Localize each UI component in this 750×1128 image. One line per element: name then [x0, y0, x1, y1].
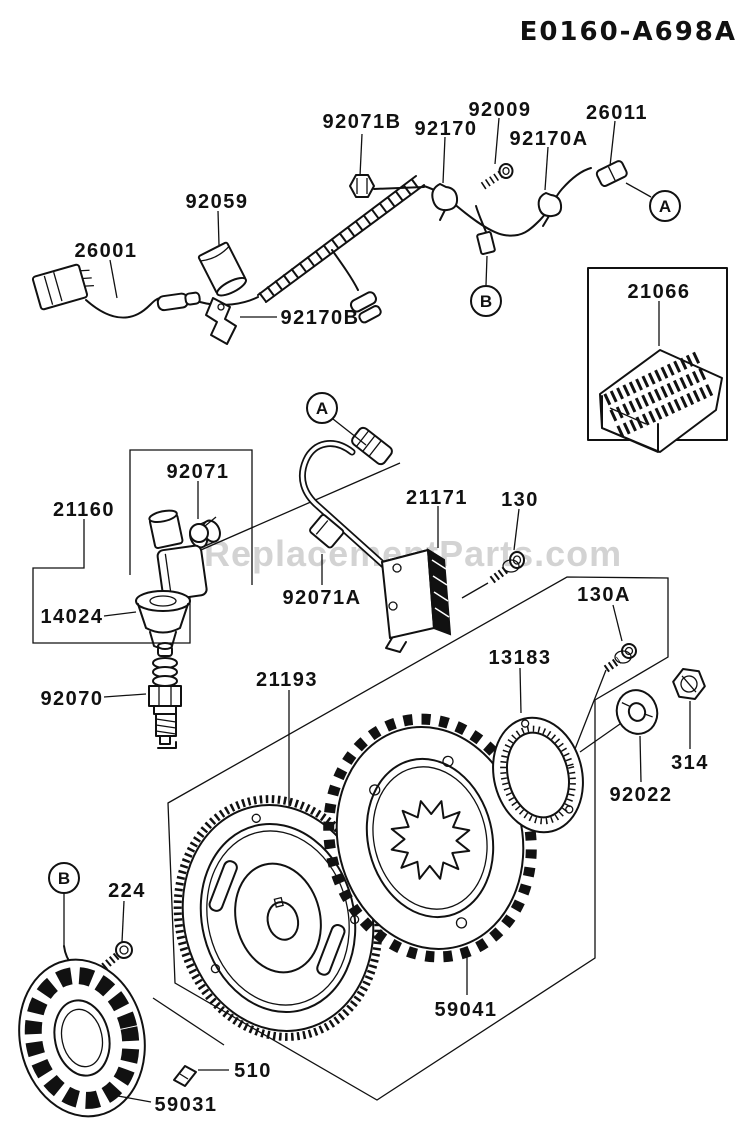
callout-26011: 26011	[586, 102, 648, 124]
callout-21193: 21193	[256, 669, 318, 691]
svg-text:A: A	[316, 399, 328, 418]
callout-224: 224	[108, 880, 146, 902]
callout-92071A: 92071A	[282, 587, 361, 609]
callout-21160: 21160	[53, 499, 115, 521]
callout-26001: 26001	[74, 240, 137, 262]
callout-13183: 13183	[488, 647, 551, 669]
regulator-drawing	[599, 349, 723, 453]
bolt-130	[461, 508, 525, 599]
insulator-14024	[103, 590, 191, 649]
callout-21066: 21066	[627, 281, 690, 303]
washer-92022	[579, 689, 659, 783]
callout-92170: 92170	[414, 118, 477, 140]
spark-plug-92070	[103, 642, 182, 749]
callout-92022: 92022	[609, 784, 672, 806]
lead-assembly-26001	[31, 249, 382, 324]
ref-circle-a-top: A	[649, 190, 681, 222]
callout-59041: 59041	[434, 999, 497, 1021]
tube-92059	[197, 241, 248, 297]
callout-92170A: 92170A	[509, 128, 588, 150]
callout-labels: 92071B 92170 92009 92170A 26011 92059 26…	[40, 99, 709, 1116]
callout-92071B: 92071B	[322, 111, 401, 133]
callout-14024: 14024	[40, 606, 103, 628]
callout-92170B: 92170B	[280, 307, 359, 329]
clip-on-branch	[476, 231, 496, 255]
callout-510: 510	[234, 1060, 272, 1082]
plug-cap-drawing	[148, 509, 217, 601]
stator-59031	[18, 958, 146, 1118]
ref-circle-a-mid: A	[306, 392, 338, 424]
bracket-21160	[32, 449, 253, 644]
stator-group	[18, 893, 229, 1118]
clamp-92170B	[205, 297, 237, 345]
leader-lines-top	[109, 117, 616, 318]
callout-21171: 21171	[406, 487, 468, 509]
bolt-130A	[574, 604, 637, 750]
clamp-92170	[431, 183, 459, 221]
svg-text:A: A	[659, 197, 671, 216]
callout-59031: 59031	[154, 1094, 217, 1116]
callout-130: 130	[501, 489, 539, 511]
callout-92071: 92071	[166, 461, 229, 483]
ref-circle-b-top: B	[470, 285, 502, 317]
clamp-92170A	[537, 192, 563, 227]
regulator-box-21066	[587, 267, 728, 453]
diagram-code: E0160-A698A	[520, 17, 737, 47]
callout-92009: 92009	[468, 99, 531, 121]
ignition-coil-21171	[381, 506, 452, 653]
nut-314	[672, 668, 706, 749]
wire-harness-drawing	[257, 160, 652, 303]
svg-text:B: B	[480, 292, 492, 311]
callout-92070: 92070	[40, 688, 103, 710]
screw-92009	[480, 163, 514, 190]
ref-circle-b-bottom: B	[48, 862, 80, 894]
svg-text:B: B	[58, 869, 70, 888]
callout-314: 314	[671, 752, 709, 774]
grommet-nut-92071B	[349, 174, 425, 198]
clamp-92071A	[309, 514, 345, 549]
key-510	[173, 1065, 197, 1087]
connector-26011	[595, 160, 628, 187]
callout-92059: 92059	[185, 191, 248, 213]
callout-130A: 130A	[577, 584, 631, 606]
plate-13183	[492, 667, 584, 834]
lead-boot	[351, 426, 393, 466]
